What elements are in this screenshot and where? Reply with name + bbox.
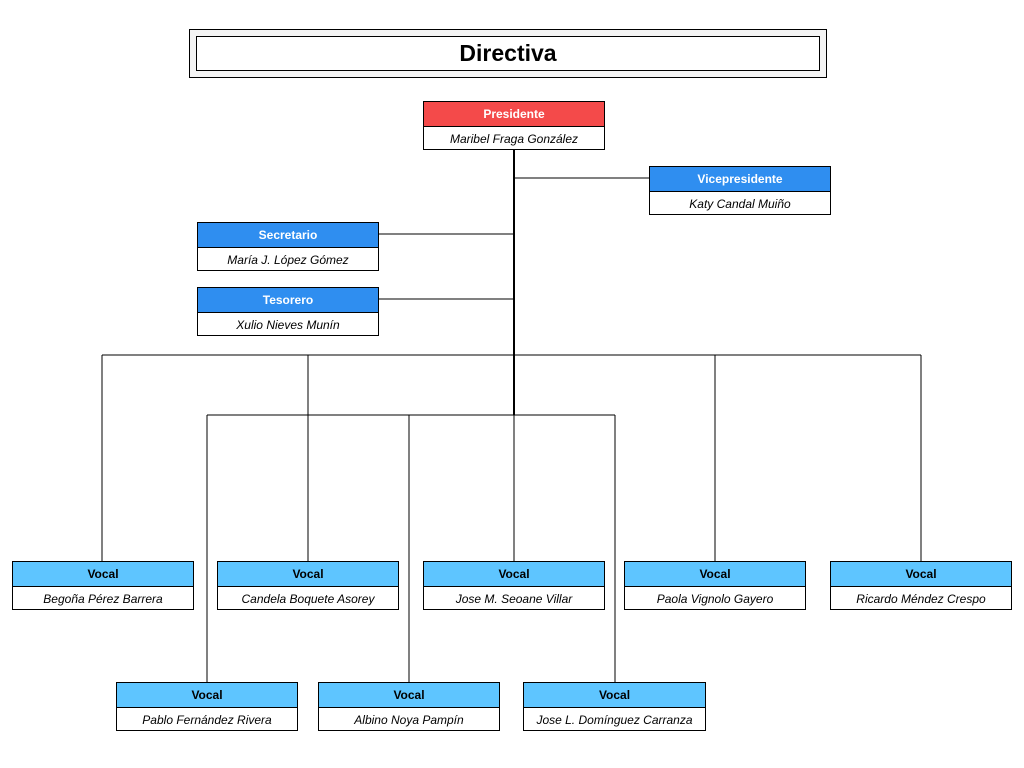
secretary-box: Secretario María J. López Gómez — [197, 222, 379, 271]
vocal-box: Vocal Pablo Fernández Rivera — [116, 682, 298, 731]
vocal-name: Pablo Fernández Rivera — [142, 712, 272, 727]
president-box: Presidente Maribel Fraga González — [423, 101, 605, 150]
treasurer-name: Xulio Nieves Munín — [236, 317, 340, 332]
vicepresident-box: Vicepresidente Katy Candal Muiño — [649, 166, 831, 215]
vicepresident-role: Vicepresidente — [650, 167, 830, 192]
vocal-name: Begoña Pérez Barrera — [43, 591, 163, 606]
vocal-box: Vocal Albino Noya Pampín — [318, 682, 500, 731]
vocal-box: Vocal Ricardo Méndez Crespo — [830, 561, 1012, 610]
vocal-box: Vocal Begoña Pérez Barrera — [12, 561, 194, 610]
vocal-name: Albino Noya Pampín — [354, 712, 464, 727]
secretary-name: María J. López Gómez — [227, 252, 349, 267]
vocal-box: Vocal Jose L. Domínguez Carranza — [523, 682, 706, 731]
president-name: Maribel Fraga González — [449, 131, 579, 146]
vocal-box: Vocal Jose M. Seoane Villar — [423, 561, 605, 610]
president-role: Presidente — [424, 102, 604, 127]
vocal-role: Vocal — [524, 683, 705, 708]
vocal-role: Vocal — [13, 562, 193, 587]
title-frame: Directiva — [189, 29, 827, 78]
treasurer-box: Tesorero Xulio Nieves Munín — [197, 287, 379, 336]
title-box: Directiva — [196, 36, 820, 71]
vocal-role: Vocal — [218, 562, 398, 587]
treasurer-role: Tesorero — [198, 288, 378, 313]
vocal-role: Vocal — [831, 562, 1011, 587]
vocal-name: Jose M. Seoane Villar — [455, 591, 573, 606]
vocal-role: Vocal — [625, 562, 805, 587]
secretary-role: Secretario — [198, 223, 378, 248]
vocal-name: Candela Boquete Asorey — [241, 591, 375, 606]
vocal-box: Vocal Paola Vignolo Gayero — [624, 561, 806, 610]
page-title: Directiva — [459, 40, 557, 66]
vocal-name: Jose L. Domínguez Carranza — [536, 712, 693, 727]
vocal-role: Vocal — [319, 683, 499, 708]
vocal-role: Vocal — [117, 683, 297, 708]
vicepresident-name: Katy Candal Muiño — [689, 196, 791, 211]
vocal-box: Vocal Candela Boquete Asorey — [217, 561, 399, 610]
vocal-name: Paola Vignolo Gayero — [656, 591, 774, 606]
vocal-name: Ricardo Méndez Crespo — [856, 591, 986, 606]
vocal-role: Vocal — [424, 562, 604, 587]
